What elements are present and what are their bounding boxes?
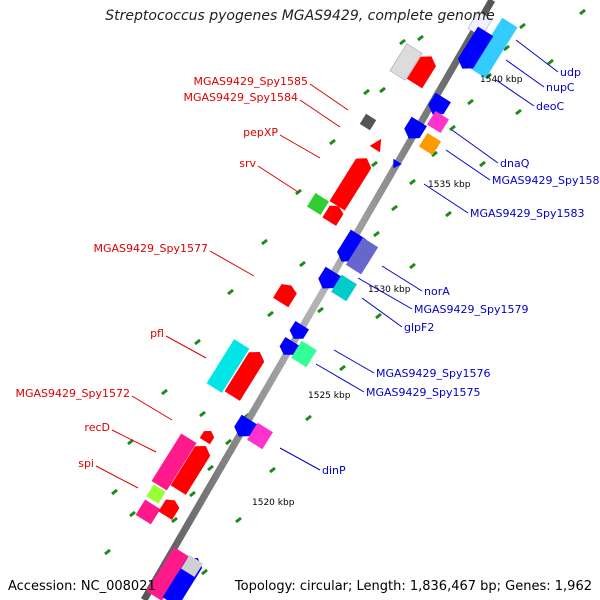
gene-feature-Spy1575[interactable] (291, 340, 317, 368)
gene-label-Spy1572[interactable]: MGAS9429_Spy1572 (16, 387, 131, 400)
gene-label-Spy1577[interactable]: MGAS9429_Spy1577 (94, 242, 209, 255)
position-mark-1520: 1520 kbp (252, 498, 295, 508)
gene-feature-dnaQ[interactable] (425, 92, 451, 119)
gene-feature-nupC[interactable] (470, 17, 518, 79)
forward-strand-features (135, 43, 439, 600)
gene-feature-Spy1585[interactable] (359, 113, 377, 131)
gene-feature-norA[interactable] (334, 229, 367, 267)
gene-label-nupC[interactable]: nupC (546, 81, 575, 94)
gene-feature-srv-green[interactable] (306, 192, 330, 216)
gene-feature-srv[interactable] (322, 202, 345, 226)
gene-label-srv[interactable]: srv (239, 157, 256, 170)
forward-label-layer: MGAS9429_Spy1585 MGAS9429_Spy1584 pepXP … (16, 75, 309, 470)
gene-label-pfl[interactable]: pfl (150, 327, 164, 340)
gene-label-spi[interactable]: spi (78, 457, 94, 470)
gene-feature-grey-top[interactable] (389, 43, 423, 81)
gene-feature-Spy1586-pink[interactable] (426, 110, 450, 134)
position-mark-1540: 1540 kbp (480, 75, 523, 85)
gene-label-udp[interactable]: udp (560, 66, 581, 79)
gene-label-norA[interactable]: norA (424, 285, 450, 298)
gene-feature-Spy1572[interactable] (199, 428, 217, 445)
gene-feature-Spy1579[interactable] (315, 266, 341, 293)
gene-label-pepXP[interactable]: pepXP (243, 126, 278, 139)
genome-title: Streptococcus pyogenes MGAS9429, complet… (105, 8, 495, 24)
gene-feature-bottom-magenta[interactable] (146, 547, 190, 600)
reverse-strand-features (180, 10, 518, 578)
gene-feature-Spy1586[interactable] (401, 116, 427, 143)
gene-label-dnaQ[interactable]: dnaQ (500, 157, 530, 170)
gene-label-dinP[interactable]: dinP (322, 464, 346, 477)
position-mark-1535: 1535 kbp (428, 180, 471, 190)
position-mark-1525: 1525 kbp (308, 391, 351, 401)
gene-feature-spi-red[interactable] (158, 496, 181, 520)
gene-label-deoC[interactable]: deoC (536, 100, 564, 113)
gene-label-Spy1586[interactable]: MGAS9429_Spy1586 (492, 174, 600, 187)
gene-feature-Spy1583[interactable] (389, 158, 402, 171)
position-mark-1530: 1530 kbp (368, 285, 411, 295)
forward-leader-lines (95, 83, 349, 489)
position-mark-layer: 1540 kbp 1535 kbp 1530 kbp 1525 kbp 1520… (252, 75, 523, 508)
gene-feature-dinP[interactable] (247, 422, 273, 450)
reverse-leader-lines (279, 39, 559, 471)
gene-feature-Spy1584[interactable] (369, 136, 387, 153)
gene-feature-dinP-blue[interactable] (231, 414, 257, 441)
gene-feature-Spy1575-blue[interactable] (277, 336, 300, 359)
gene-feature-Spy1577[interactable] (273, 281, 299, 308)
gene-label-recD[interactable]: recD (84, 421, 110, 434)
gene-feature-pepXP[interactable] (329, 153, 375, 211)
gene-feature-spi[interactable] (135, 499, 161, 525)
topology-info: Topology: circular; Length: 1,836,467 bp… (234, 579, 592, 594)
gene-label-Spy1576[interactable]: MGAS9429_Spy1576 (376, 367, 491, 380)
reverse-label-layer: udp nupC deoC dnaQ MGAS9429_Spy1586 MGAS… (322, 66, 600, 477)
gene-feature-pfl[interactable] (224, 347, 268, 401)
gene-feature-Spy1583-orange[interactable] (418, 132, 442, 156)
gene-feature-red-top[interactable] (406, 52, 439, 89)
gene-feature-pfl-cyan[interactable] (206, 339, 250, 393)
gene-feature-recD-red[interactable] (170, 441, 214, 495)
gene-label-Spy1579[interactable]: MGAS9429_Spy1579 (414, 303, 529, 316)
gene-feature-spi-green[interactable] (146, 484, 166, 504)
gene-label-Spy1585[interactable]: MGAS9429_Spy1585 (194, 75, 309, 88)
gene-label-Spy1575[interactable]: MGAS9429_Spy1575 (366, 386, 481, 399)
gene-feature-bottom-right-grey[interactable] (180, 554, 204, 578)
gene-label-Spy1584[interactable]: MGAS9429_Spy1584 (184, 91, 299, 104)
gene-feature-udp[interactable] (455, 26, 494, 74)
accession-info: Accession: NC_008021 (8, 579, 156, 594)
gene-label-glpF2[interactable]: glpF2 (404, 321, 434, 334)
gene-label-Spy1583[interactable]: MGAS9429_Spy1583 (470, 207, 585, 220)
gene-feature-norA-stripe[interactable] (345, 237, 379, 275)
gene-feature-glpF2[interactable] (331, 274, 357, 302)
gene-feature-recD[interactable] (151, 433, 197, 491)
gene-feature-Spy1576[interactable] (287, 320, 310, 343)
